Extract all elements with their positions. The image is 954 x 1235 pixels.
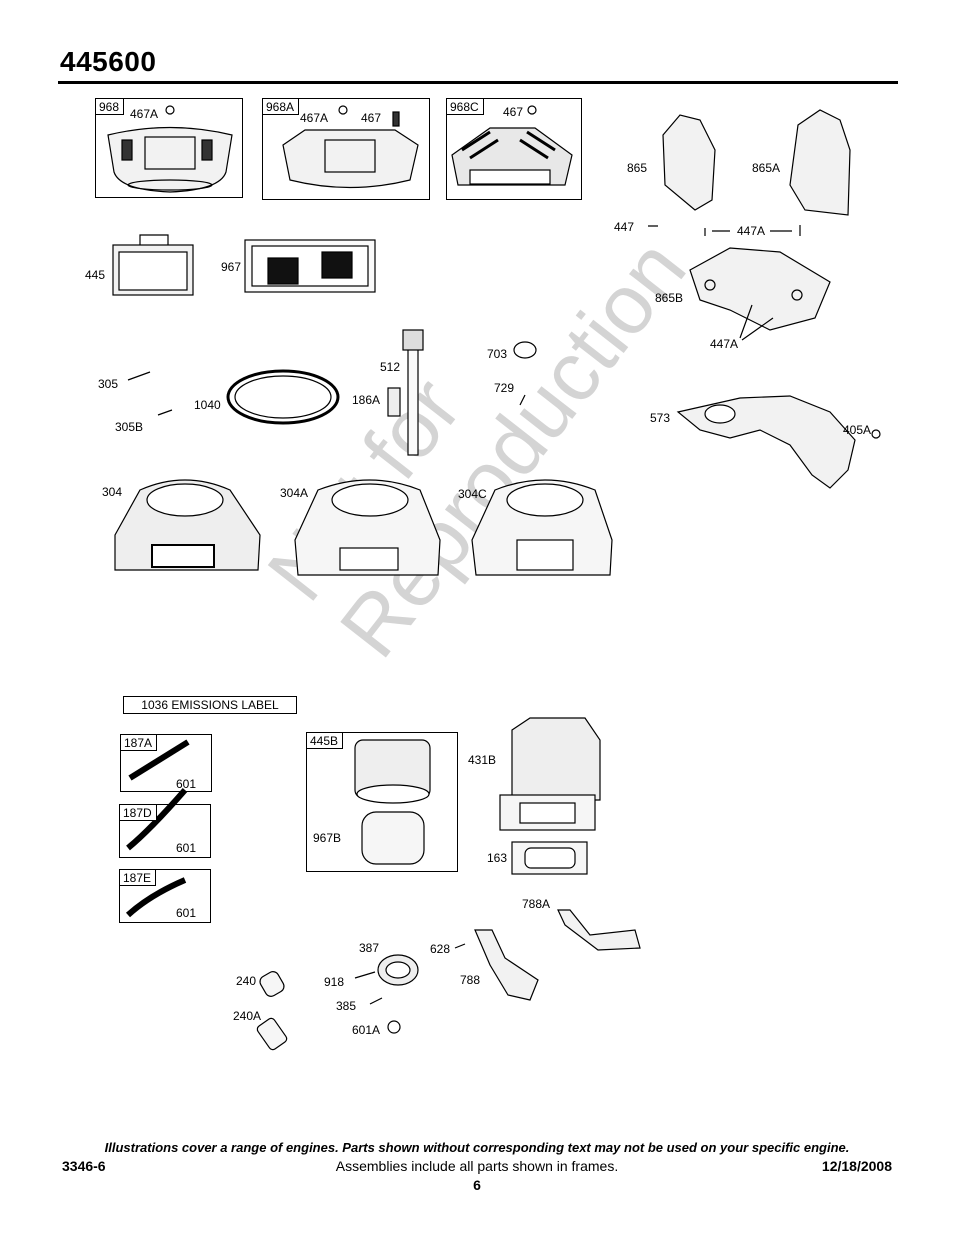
part-label: 467A (130, 107, 159, 121)
part-label: 788A (522, 897, 551, 911)
emissions-label-box: 1036 EMISSIONS LABEL (123, 696, 297, 714)
footer-date: 12/18/2008 (821, 1158, 892, 1174)
part-788-brackets (474, 909, 641, 1001)
part-label: 467A (300, 111, 329, 125)
frame-968: 968 (95, 98, 243, 198)
frame-968c-tag: 968C (447, 99, 484, 115)
part-label: 305 (98, 377, 119, 391)
part-187-tubes (125, 739, 190, 918)
part-label: 163 (487, 851, 508, 865)
part-573-housing (676, 395, 881, 489)
part-865-baffles (648, 109, 851, 341)
page-title: 445600 (60, 46, 157, 77)
part-703-729 (513, 341, 537, 406)
part-968a-shroud (282, 105, 419, 189)
part-label: 447A (737, 224, 766, 238)
part-445-967 (112, 234, 376, 296)
part-1040-gasket (127, 369, 340, 425)
part-label: 628 (430, 942, 451, 956)
part-304-housings (114, 479, 613, 576)
frame-187e: 187E (119, 869, 211, 923)
part-label: 240 (236, 974, 257, 988)
footer-center: Assemblies include all parts shown in fr… (335, 1158, 619, 1174)
frame-187e-tag: 187E (120, 870, 157, 886)
frame-187a-tag: 187A (121, 735, 158, 751)
part-label: 304 (102, 485, 123, 499)
part-label: 186A (352, 393, 381, 407)
part-label: 601 (176, 777, 197, 791)
part-label: 385 (336, 999, 357, 1013)
frame-187a: 187A (120, 734, 212, 792)
part-label: 865B (655, 291, 684, 305)
title-rule (58, 81, 898, 84)
part-label: 431B (468, 753, 497, 767)
part-label: 601 (176, 841, 197, 855)
part-label: 305B (115, 420, 144, 434)
frame-968c: 968C (446, 98, 582, 200)
frame-445b: 445B (306, 732, 458, 872)
footer-note: Illustrations cover a range of engines. … (104, 1140, 850, 1155)
part-label: 967 (221, 260, 242, 274)
part-label: 304A (280, 486, 309, 500)
page-number: 6 (473, 1177, 481, 1193)
frame-968a-tag: 968A (263, 99, 300, 115)
footer-code: 3346-6 (62, 1158, 106, 1174)
part-968c-shroud (451, 105, 573, 186)
part-431b-163 (499, 717, 601, 875)
part-label: 729 (494, 381, 515, 395)
part-label: 240A (233, 1009, 262, 1023)
part-label: 865 (627, 161, 648, 175)
part-label: 601 (176, 906, 197, 920)
part-512-dipstick-tube (387, 329, 424, 456)
part-label: 573 (650, 411, 671, 425)
part-968-shroud (107, 105, 233, 193)
part-label: 467 (361, 111, 382, 125)
part-label: 967B (313, 831, 342, 845)
part-label: 467 (503, 105, 524, 119)
part-label: 703 (487, 347, 508, 361)
frame-187d: 187D (119, 804, 211, 858)
frame-445b-tag: 445B (307, 733, 344, 749)
part-label: 788 (460, 973, 481, 987)
frame-968-tag: 968 (96, 99, 125, 115)
part-label: 601A (352, 1023, 381, 1037)
frame-187d-tag: 187D (120, 805, 157, 821)
part-label: 447 (614, 220, 635, 234)
part-label: 304C (458, 487, 487, 501)
part-label: 865A (752, 161, 781, 175)
part-label: 918 (324, 975, 345, 989)
part-label: 445 (85, 268, 106, 282)
part-label: 405A (843, 423, 872, 437)
part-label: 387 (359, 941, 380, 955)
part-label: 512 (380, 360, 401, 374)
frame-968a: 968A (262, 98, 430, 200)
part-label: 447A (710, 337, 739, 351)
part-445b-cleaner (354, 739, 431, 865)
part-fuel-pump-filters (256, 943, 466, 1051)
part-label: 1040 (194, 398, 221, 412)
